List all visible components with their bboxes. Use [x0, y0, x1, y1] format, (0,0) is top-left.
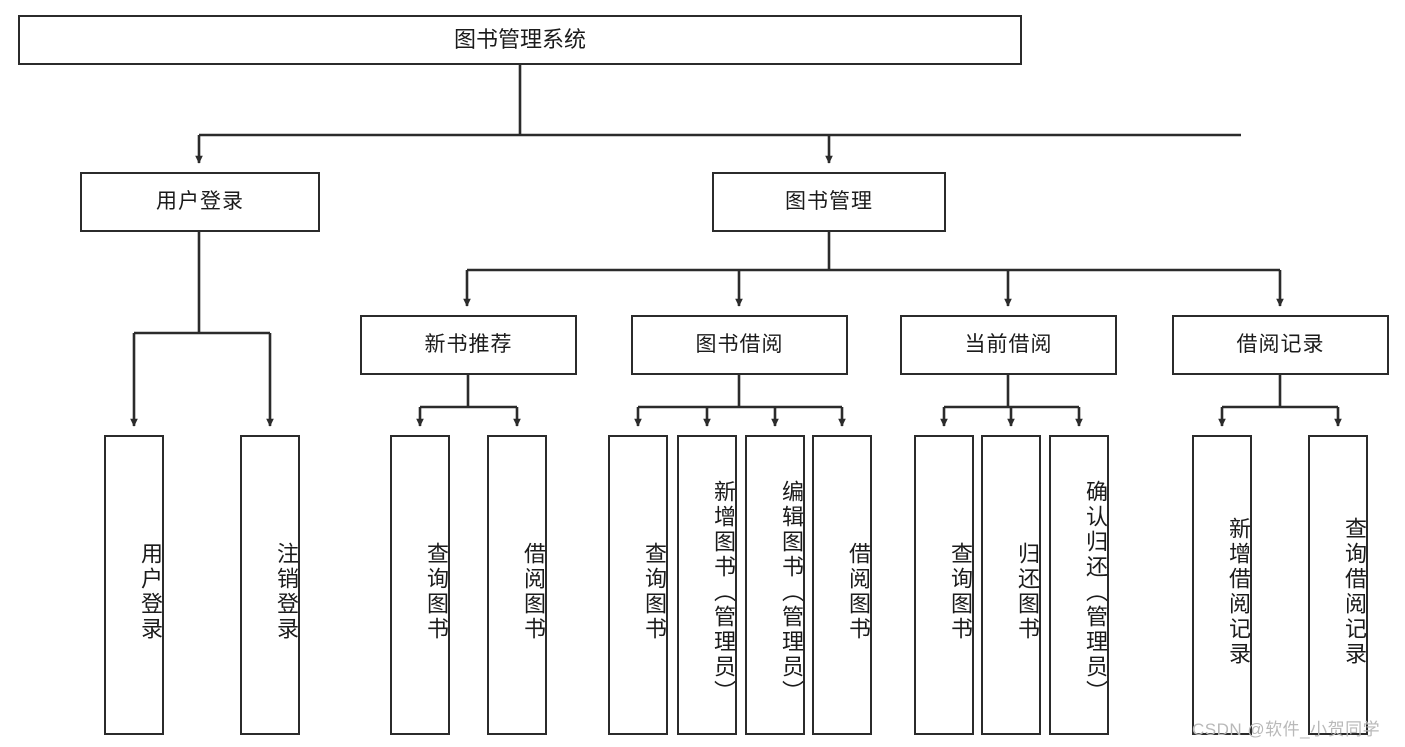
node-user-login[interactable]: 用户登录	[80, 172, 320, 232]
leaf-query-borrow-record[interactable]: 查询借阅记录	[1308, 435, 1368, 735]
node-label: 用户登录	[138, 542, 163, 642]
leaf-return-book[interactable]: 归还图书	[981, 435, 1041, 735]
node-current-borrow[interactable]: 当前借阅	[900, 315, 1117, 375]
node-label: 查询借阅记录	[1342, 517, 1367, 667]
leaf-query-book-new[interactable]: 查询图书	[390, 435, 450, 735]
leaf-add-book-admin[interactable]: 新增图书（管理员）	[677, 435, 737, 735]
leaf-borrow-book-new[interactable]: 借阅图书	[487, 435, 547, 735]
leaf-edit-book-admin[interactable]: 编辑图书（管理员）	[745, 435, 805, 735]
node-book-borrow[interactable]: 图书借阅	[631, 315, 848, 375]
node-label: 用户登录	[156, 189, 244, 213]
node-label: 注销登录	[274, 542, 299, 642]
node-label: 图书借阅	[695, 332, 784, 356]
node-label: 新增借阅记录	[1226, 517, 1251, 667]
leaf-query-book-current[interactable]: 查询图书	[914, 435, 974, 735]
node-label: 查询图书	[424, 542, 449, 642]
leaf-add-borrow-record[interactable]: 新增借阅记录	[1192, 435, 1252, 735]
node-label: 确认归还（管理员）	[1083, 479, 1108, 705]
leaf-logout[interactable]: 注销登录	[240, 435, 300, 735]
leaf-borrow-book[interactable]: 借阅图书	[812, 435, 872, 735]
node-label: 借阅图书	[846, 542, 871, 642]
leaf-confirm-return-admin[interactable]: 确认归还（管理员）	[1049, 435, 1109, 735]
node-new-book-recommend[interactable]: 新书推荐	[360, 315, 577, 375]
node-label: 新增图书（管理员）	[711, 479, 736, 705]
watermark: CSDN @软件_小贺同学	[1192, 720, 1381, 739]
node-label: 查询图书	[642, 542, 667, 642]
node-borrow-record[interactable]: 借阅记录	[1172, 315, 1389, 375]
leaf-user-login[interactable]: 用户登录	[104, 435, 164, 735]
node-label: 编辑图书（管理员）	[779, 479, 804, 705]
leaf-query-book-borrow[interactable]: 查询图书	[608, 435, 668, 735]
node-label: 借阅图书	[521, 542, 546, 642]
node-book-management[interactable]: 图书管理	[712, 172, 946, 232]
node-label: 归还图书	[1015, 542, 1040, 642]
node-label: 图书管理系统	[453, 27, 586, 53]
node-label: 当前借阅	[964, 332, 1053, 356]
node-root-system[interactable]: 图书管理系统	[18, 15, 1022, 65]
node-label: 借阅记录	[1236, 332, 1325, 356]
node-label: 图书管理	[785, 189, 873, 213]
node-label: 新书推荐	[424, 332, 513, 356]
node-label: 查询图书	[948, 542, 973, 642]
